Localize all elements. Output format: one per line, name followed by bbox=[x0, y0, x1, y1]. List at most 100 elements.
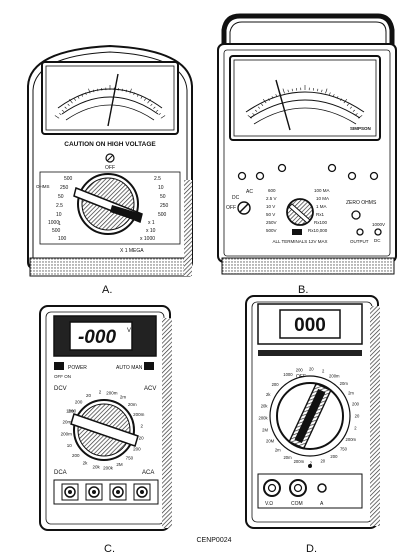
meter-b-scale-tick bbox=[340, 98, 343, 101]
meter-b-jack-3[interactable] bbox=[277, 163, 287, 173]
meter-a-needle bbox=[107, 73, 119, 127]
meter-b-1000v-jack[interactable] bbox=[374, 228, 382, 236]
meter-a-scale-tick bbox=[125, 89, 127, 93]
meter-a-scale-tick bbox=[59, 113, 62, 116]
meter-a-scale-tick bbox=[67, 103, 70, 106]
meter-b-dc: DC bbox=[232, 195, 240, 201]
meter-d-dial-label-1: 200 bbox=[296, 368, 304, 373]
meter-b-range-1: 2.5 V bbox=[266, 196, 277, 201]
meter-b-scale-tick bbox=[267, 98, 270, 101]
meter-b-scale-tick bbox=[321, 89, 323, 93]
meter-b-all-terminals: ALL TERMINALS 12V MAX bbox=[272, 239, 327, 244]
meter-d-dial-label-21: 20k bbox=[261, 403, 269, 408]
meter-c-dial-label-8: 2 bbox=[141, 424, 144, 429]
meter-c-dial-label-11: 750 bbox=[126, 456, 134, 461]
meter-a-range-left-0: 500 bbox=[64, 176, 73, 182]
meter-b-range-3: 50 V bbox=[266, 212, 275, 217]
meter-b-scale-tick bbox=[343, 98, 348, 104]
meter-c-dial-label-7: 200m bbox=[133, 412, 145, 417]
meter-d-jack-a[interactable] bbox=[317, 483, 327, 493]
meter-c-dial-label-14: 20k bbox=[92, 465, 100, 470]
meter-d-dial-label-11: 750 bbox=[340, 447, 348, 452]
meter-c-jack-2[interactable] bbox=[85, 483, 103, 501]
meter-a-scale-tick bbox=[153, 106, 156, 109]
meter-b-range-r-3: Rx1 bbox=[316, 212, 324, 217]
meter-a-range-bl-1: 500 bbox=[52, 228, 61, 234]
meter-a-scale-tick bbox=[129, 88, 132, 94]
meter-b-jack-4[interactable] bbox=[327, 163, 337, 173]
meter-c-jack-4[interactable] bbox=[133, 483, 151, 501]
meter-c-dial-label-3: 2 bbox=[99, 390, 102, 395]
meter-b-scale-tick bbox=[247, 115, 253, 119]
meter-b-range-r-0: 100 MA bbox=[314, 188, 330, 193]
meter-b-scale-tick bbox=[257, 106, 261, 109]
meter-a-off-label: OFF bbox=[105, 165, 115, 171]
meter-d-dial-label-10: 200m bbox=[346, 437, 357, 442]
meter-c-off-on: OFF ON bbox=[54, 374, 71, 379]
meter-d-dial-label-3: 2 bbox=[322, 368, 325, 373]
meter-d-selector-knob[interactable] bbox=[269, 375, 351, 457]
meter-a-scale-tick bbox=[93, 89, 95, 93]
meter-c-jack-3[interactable] bbox=[109, 483, 127, 501]
meter-b-handle[interactable] bbox=[221, 13, 395, 46]
meter-c-dial-label-13: 200k bbox=[103, 465, 114, 470]
meter-c-power-switch[interactable] bbox=[54, 362, 64, 370]
meter-b-range-5: 500V bbox=[266, 228, 277, 233]
meter-c-jack-1[interactable] bbox=[61, 483, 79, 501]
meter-d-dial-label-0: 1000 bbox=[283, 372, 293, 377]
meter-c-auto-switch[interactable] bbox=[144, 362, 154, 370]
meter-d-dial-label-23: 200 bbox=[272, 382, 280, 387]
meter-d-dial-label-4: 200m bbox=[329, 373, 340, 378]
figure-code: CENP0024 bbox=[196, 537, 231, 544]
meter-b-range-r-5: Rx10,000 bbox=[308, 228, 328, 233]
meter-b-jack-2[interactable] bbox=[255, 171, 265, 181]
meter-c-dcv: DCV bbox=[54, 386, 67, 392]
meter-a-range-br-2: x 1000 bbox=[140, 236, 155, 242]
meter-a-scale-tick bbox=[97, 88, 99, 92]
meter-d-dial-label-20: 200k bbox=[258, 415, 268, 420]
meter-b-zero-ohms: ZERO OHMS bbox=[346, 200, 377, 206]
meter-d-dial-label-14: 2 bbox=[310, 460, 313, 465]
meter-b-range-r-1: 10 MA bbox=[316, 196, 329, 201]
meter-a-scale-tick bbox=[143, 98, 146, 101]
meter-a-range-left-5: 1 bbox=[58, 221, 61, 227]
meter-a-range-left-2: 50 bbox=[58, 194, 64, 200]
meter-c-display-value: -000 bbox=[78, 327, 116, 348]
meter-a-scale-tick bbox=[61, 109, 65, 112]
meter-a-range-left-4: 10 bbox=[56, 212, 62, 218]
meter-b-scale-tick bbox=[262, 98, 267, 104]
meter-c-dial-label-12: 2M bbox=[116, 462, 123, 467]
meter-c-display bbox=[69, 321, 133, 351]
meter-d-jack-v-ohm[interactable] bbox=[263, 479, 281, 497]
meter-a-scale-tick bbox=[155, 109, 159, 112]
meter-c-auto: AUTO MAN bbox=[116, 365, 143, 371]
meter-b-1000v: 1000V bbox=[372, 222, 385, 227]
meter-b-scale-tick bbox=[282, 88, 285, 94]
meter-b-function-switch[interactable] bbox=[237, 201, 251, 215]
meter-b-range-knob[interactable] bbox=[286, 198, 314, 226]
meter-b-zero-ohms-knob[interactable] bbox=[351, 210, 361, 220]
meter-b-caption: B. bbox=[298, 284, 308, 296]
meter-a-ohms-label: OHMS bbox=[36, 184, 50, 189]
meter-a-scale-tick bbox=[81, 94, 83, 97]
meter-a-scale-tick bbox=[158, 113, 161, 116]
meter-a-scale-tick bbox=[69, 99, 73, 104]
meter-a-scale-tick bbox=[150, 103, 153, 106]
meter-b-scale-tick bbox=[287, 89, 289, 93]
meter-b-ac: AC bbox=[246, 189, 253, 195]
meter-c-power: POWER bbox=[68, 365, 87, 371]
meter-d-jack-com[interactable] bbox=[289, 479, 307, 497]
meter-b-output-jack[interactable] bbox=[356, 228, 364, 236]
meter-d-dial-label-9: 2 bbox=[354, 426, 357, 431]
meter-c-selector-knob[interactable] bbox=[70, 399, 139, 461]
meter-a-scale-tick bbox=[54, 115, 60, 119]
meter-b-jack-6[interactable] bbox=[369, 171, 379, 181]
meter-a-selector-knob[interactable] bbox=[73, 173, 143, 235]
meter-b-scale-tick bbox=[332, 94, 335, 97]
meter-d-dial-label-7: 200 bbox=[352, 402, 360, 407]
meter-b-jack-1[interactable] bbox=[237, 171, 247, 181]
meter-b-jack-5[interactable] bbox=[347, 171, 357, 181]
meter-a-scale-tick bbox=[88, 88, 91, 94]
meter-b-range-0: 600 bbox=[268, 188, 276, 193]
